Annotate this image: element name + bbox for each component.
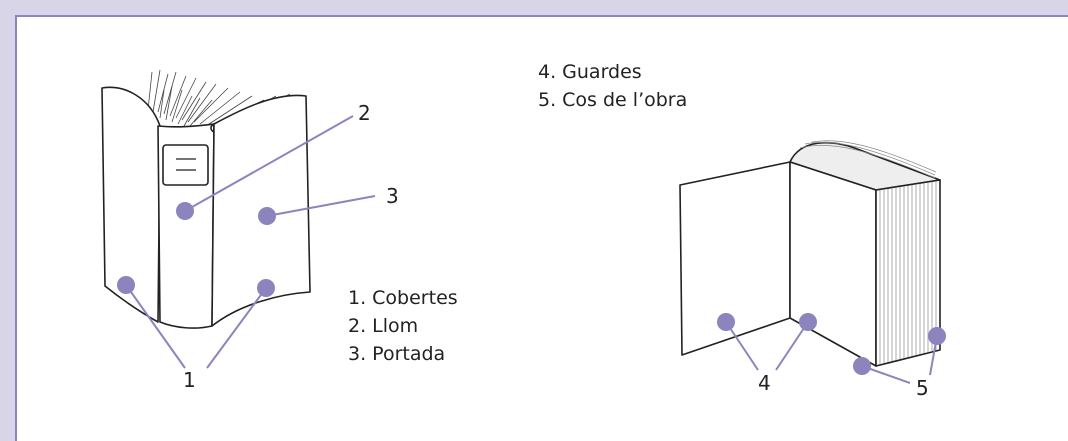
callout-line-4b [775, 321, 809, 371]
legend-item-portada: 3. Portada [348, 343, 446, 365]
marker-1-right [257, 279, 275, 297]
callout-line-3 [266, 195, 376, 217]
marker-5-bottom [853, 357, 871, 375]
callout-number-5: 5 [916, 376, 929, 400]
callout-line-4a [725, 321, 759, 371]
legend-item-guardes: 4. Guardes [538, 61, 642, 83]
legend-item-llom: 2. Llom [348, 315, 419, 337]
legend-closed-book: 1. Cobertes 2. Llom 3. Portada [348, 284, 458, 368]
marker-3 [258, 207, 276, 225]
callout-number-4: 4 [758, 371, 771, 395]
marker-2 [176, 202, 194, 220]
callout-lines [125, 115, 938, 384]
open-book-endpaper [679, 161, 791, 356]
marker-1-left [117, 276, 135, 294]
callout-number-3: 3 [386, 184, 399, 208]
legend-item-cobertes: 1. Cobertes [348, 287, 458, 309]
callout-number-2: 2 [358, 101, 371, 125]
open-book-illustration [679, 141, 941, 367]
callout-line-1b [206, 287, 267, 369]
legend-open-book: 4. Guardes 5. Cos de l’obra [538, 58, 687, 114]
open-book-page-lines [799, 140, 937, 364]
callout-markers [117, 202, 946, 375]
spine-label [162, 144, 209, 186]
callout-line-2 [184, 115, 354, 212]
text-block-side [789, 161, 877, 367]
callout-number-1: 1 [183, 368, 196, 392]
legend-item-cos-obra: 5. Cos de l’obra [538, 89, 688, 111]
marker-4-right [799, 313, 817, 331]
callout-line-1a [125, 284, 186, 369]
marker-5-side [928, 327, 946, 345]
marker-4-left [717, 313, 735, 331]
